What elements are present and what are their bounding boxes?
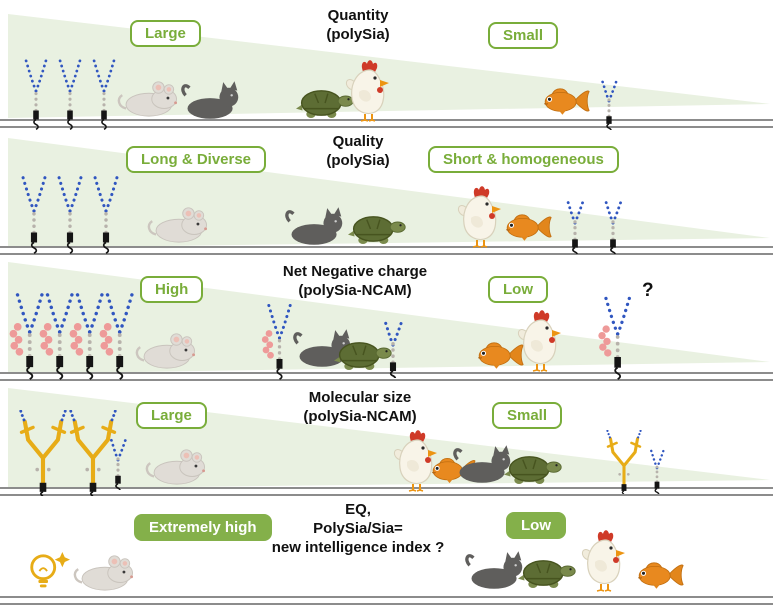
membrane-line-3	[0, 372, 773, 381]
polysia-chain-short-icon	[596, 192, 630, 254]
membrane-line-2	[0, 246, 773, 255]
cat-icon	[180, 80, 242, 120]
title-line: Quantity	[327, 7, 389, 24]
cat-icon	[284, 206, 346, 246]
polysia-chain-short-icon	[592, 72, 626, 130]
goldfish-icon	[634, 560, 684, 590]
turtle-icon	[504, 452, 564, 486]
row-quantity-title: Quantity (polySia)	[258, 6, 458, 44]
chicken-icon	[576, 528, 628, 592]
chicken-icon	[512, 308, 564, 372]
turtle-icon	[348, 212, 408, 246]
mouse-icon	[144, 446, 206, 486]
polysia-chain-short-icon	[102, 430, 134, 490]
title-line: Net Negative charge	[282, 263, 428, 280]
title-line: (polySia-NCAM)	[303, 408, 417, 425]
label-size-large: Large	[136, 402, 207, 429]
goldfish-icon	[502, 212, 552, 242]
title-line: Molecular size	[308, 389, 412, 406]
row-quality-title: Quality (polySia)	[258, 132, 458, 170]
goldfish-icon	[540, 86, 590, 116]
label-size-small: Small	[492, 402, 563, 429]
label-quality-short-homogeneous: Short & homogeneous	[428, 146, 619, 173]
label-quantity-small: Small	[488, 22, 559, 49]
label-eq-extremely-high: Extremely high	[134, 514, 272, 541]
title-line: (polySia-NCAM)	[298, 282, 412, 299]
polysia-chain-short-icon	[558, 192, 592, 254]
membrane-line-1	[0, 119, 773, 128]
title-line: new intelligence index ?	[271, 539, 445, 556]
title-line: Quality	[332, 133, 384, 150]
mouse-icon	[116, 78, 178, 118]
polysia-chain-icon	[84, 168, 128, 254]
label-eq-low: Low	[506, 512, 566, 539]
row-eq-title: EQ, PolySia/Sia= new intelligence index …	[238, 500, 478, 557]
membrane-line-5	[0, 596, 773, 605]
label-quantity-large: Large	[130, 20, 201, 47]
title-line: EQ,	[345, 501, 371, 518]
row-charge-title: Net Negative charge (polySia-NCAM)	[240, 262, 470, 300]
mouse-icon	[72, 552, 134, 592]
chicken-icon	[452, 184, 504, 248]
polysia-chain-short-icon	[642, 442, 672, 494]
title-line: (polySia)	[326, 152, 390, 169]
label-quality-long-diverse: Long & Diverse	[126, 146, 267, 173]
membrane-line-4	[0, 487, 773, 496]
polysia-chain-charged-icon	[594, 288, 638, 380]
title-line: PolySia/Sia=	[313, 520, 403, 537]
row-size-title: Molecular size (polySia-NCAM)	[250, 388, 470, 426]
label-charge-high: High	[140, 276, 204, 303]
turtle-icon	[518, 556, 578, 590]
lightbulb-icon	[26, 550, 70, 596]
question-mark-annotation: ?	[642, 280, 654, 301]
mouse-icon	[134, 330, 196, 370]
chicken-icon	[340, 58, 392, 122]
polysia-chain-short-icon	[376, 312, 410, 378]
label-charge-low: Low	[488, 276, 548, 303]
title-line: (polySia)	[326, 26, 390, 43]
mouse-icon	[146, 204, 208, 244]
